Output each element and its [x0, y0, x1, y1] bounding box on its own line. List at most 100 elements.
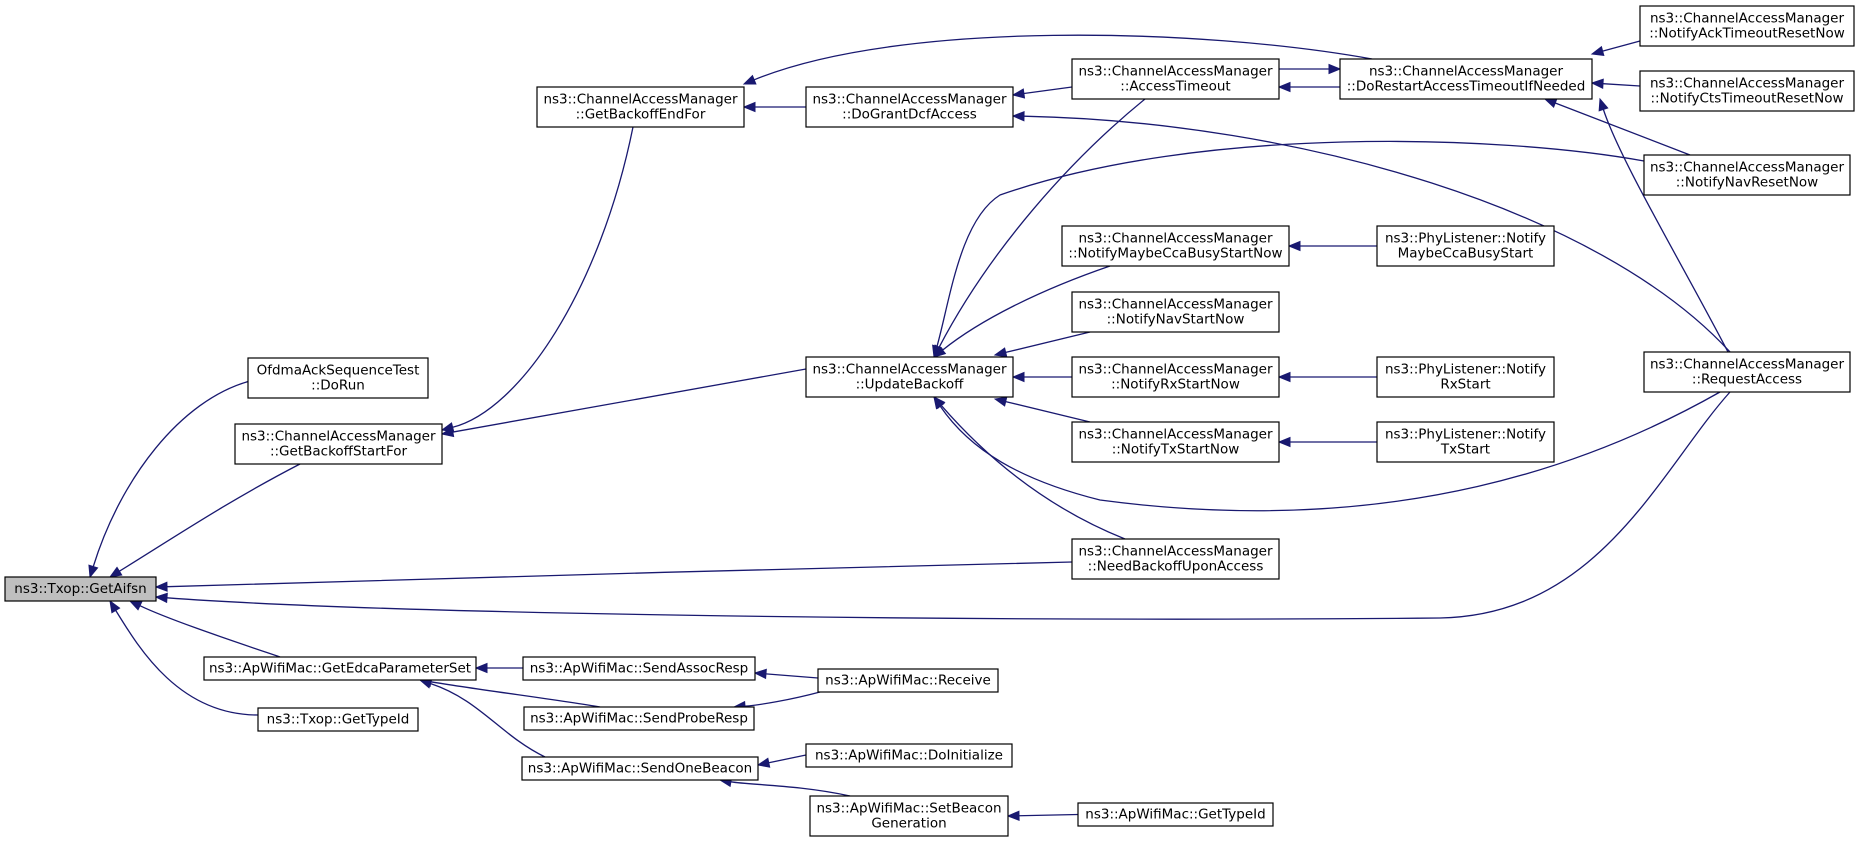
- node-cam_accesstimeout[interactable]: ns3::ChannelAccessManager::AccessTimeout: [1071, 58, 1280, 100]
- node-apwifimac_sendassocresp[interactable]: ns3::ApWifiMac::SendAssocResp: [522, 656, 756, 681]
- node-label: ns3::ChannelAccessManager: [1650, 76, 1845, 92]
- node-label: ns3::ChannelAccessManager: [1078, 427, 1273, 443]
- node-box[interactable]: [1376, 225, 1555, 267]
- arrowhead-icon: [108, 566, 123, 578]
- node-box[interactable]: [805, 356, 1014, 398]
- node-txop_getaifsn[interactable]: ns3::Txop::GetAifsn: [4, 576, 157, 602]
- arrowhead-icon: [1328, 63, 1342, 75]
- edge-cam_requestaccess-to-txop_getaifsn: [154, 391, 1731, 620]
- edge-cam_accesstimeout-to-cam_dorestartaccesstimeout: [1279, 63, 1342, 75]
- node-apwifimac_doinitialize[interactable]: ns3::ApWifiMac::DoInitialize: [805, 743, 1013, 768]
- arrowhead-icon: [756, 757, 771, 768]
- edge-cam_dorestartaccesstimeout-to-cam_accesstimeout: [1277, 81, 1340, 93]
- node-cam_notifynavstartnow[interactable]: ns3::ChannelAccessManager::NotifyNavStar…: [1071, 291, 1280, 333]
- edge-apwifimac_sendonebeacon-to-apwifimac_getedcaparameterset: [418, 678, 546, 758]
- node-phy_notifyrxstart[interactable]: ns3::PhyListener::NotifyRxStart: [1376, 356, 1555, 398]
- nodes-layer: ns3::Txop::GetAifsn OfdmaAckSequenceTest:…: [4, 5, 1855, 837]
- node-box[interactable]: [805, 86, 1014, 128]
- node-cam_dorestartaccesstimeout[interactable]: ns3::ChannelAccessManager::DoRestartAcce…: [1339, 58, 1593, 100]
- node-apwifimac_receive[interactable]: ns3::ApWifiMac::Receive: [817, 668, 999, 693]
- arrowhead-icon: [1277, 436, 1291, 448]
- edge-cam_notifyrxstartnow-to-cam_updatebackoff: [1011, 371, 1072, 383]
- node-label: ns3::ChannelAccessManager: [1078, 231, 1273, 247]
- node-label: ns3::PhyListener::Notify: [1385, 231, 1546, 247]
- node-cam_notifyacktimeoutresetnow[interactable]: ns3::ChannelAccessManager::NotifyAckTime…: [1639, 5, 1855, 47]
- node-box[interactable]: [257, 707, 419, 732]
- node-cam_updatebackoff[interactable]: ns3::ChannelAccessManager::UpdateBackoff: [805, 356, 1014, 398]
- node-box[interactable]: [536, 86, 745, 128]
- node-box[interactable]: [247, 357, 429, 399]
- node-phy_notifymaybeccabusystart[interactable]: ns3::PhyListener::NotifyMaybeCcaBusyStar…: [1376, 225, 1555, 267]
- node-box[interactable]: [203, 656, 477, 681]
- node-label: ::NotifyTxStartNow: [1112, 442, 1240, 458]
- node-cam_dograntdcfaccess[interactable]: ns3::ChannelAccessManager::DoGrantDcfAcc…: [805, 86, 1014, 128]
- node-box[interactable]: [809, 795, 1009, 837]
- arrowhead-icon: [742, 101, 756, 113]
- node-cam_getbackoffendfor[interactable]: ns3::ChannelAccessManager::GetBackoffEnd…: [536, 86, 745, 128]
- node-box[interactable]: [1639, 5, 1855, 47]
- node-box[interactable]: [1643, 154, 1851, 196]
- edge-apwifimac_sendassocresp-to-apwifimac_getedcaparameterset: [474, 662, 523, 674]
- node-box[interactable]: [1643, 351, 1851, 393]
- arrowhead-icon: [440, 426, 455, 438]
- arrowhead-icon: [1011, 371, 1025, 383]
- node-box[interactable]: [1071, 356, 1280, 398]
- node-cam_notifyrxstartnow[interactable]: ns3::ChannelAccessManager::NotifyRxStart…: [1071, 356, 1280, 398]
- edge-cam_notifytxstartnow-to-cam_updatebackoff: [993, 396, 1091, 423]
- node-apwifimac_sendonebeacon[interactable]: ns3::ApWifiMac::SendOneBeacon: [521, 756, 759, 781]
- node-box[interactable]: [1639, 70, 1855, 112]
- edge-txop_gettypeid-to-txop_getaifsn: [109, 599, 259, 716]
- edge-line: [166, 561, 1073, 588]
- node-box[interactable]: [1071, 58, 1280, 100]
- node-cam_notifymaybeccabusystartnow[interactable]: ns3::ChannelAccessManager::NotifyMaybeCc…: [1061, 225, 1290, 267]
- node-box[interactable]: [1071, 538, 1280, 580]
- node-apwifimac_sendproberesp[interactable]: ns3::ApWifiMac::SendProbeResp: [523, 706, 755, 731]
- node-cam_notifytxstartnow[interactable]: ns3::ChannelAccessManager::NotifyTxStart…: [1071, 421, 1280, 463]
- arrowhead-icon: [1006, 810, 1020, 821]
- node-apwifimac_getedcaparameterset[interactable]: ns3::ApWifiMac::GetEdcaParameterSet: [203, 656, 477, 681]
- node-box[interactable]: [805, 743, 1013, 768]
- edge-line: [1023, 86, 1073, 95]
- node-box[interactable]: [817, 668, 999, 693]
- node-apwifimac_gettypeid[interactable]: ns3::ApWifiMac::GetTypeId: [1077, 802, 1274, 827]
- node-txop_gettypeid[interactable]: ns3::Txop::GetTypeId: [257, 707, 419, 732]
- node-box[interactable]: [1071, 291, 1280, 333]
- edge-cam_notifymaybeccabusystartnow-to-cam_updatebackoff: [932, 265, 1111, 358]
- node-label: ns3::Txop::GetAifsn: [14, 581, 146, 597]
- node-label: ::NotifyCtsTimeoutResetNow: [1650, 91, 1843, 107]
- node-box[interactable]: [1077, 802, 1274, 827]
- node-box[interactable]: [522, 656, 756, 681]
- node-phy_notifytxstart[interactable]: ns3::PhyListener::NotifyTxStart: [1376, 421, 1555, 463]
- node-label: ns3::PhyListener::Notify: [1385, 362, 1546, 378]
- edge-apwifimac_sendproberesp-to-apwifimac_getedcaparameterset: [418, 676, 601, 708]
- node-box[interactable]: [1339, 58, 1593, 100]
- node-cam_requestaccess[interactable]: ns3::ChannelAccessManager::RequestAccess: [1643, 351, 1851, 393]
- node-box[interactable]: [1071, 421, 1280, 463]
- node-box[interactable]: [234, 423, 443, 465]
- edge-phy_notifymaybeccabusystart-to-cam_notifymaybeccabusystartnow: [1287, 240, 1377, 252]
- node-box[interactable]: [1376, 421, 1555, 463]
- edge-line: [166, 391, 1731, 620]
- node-box[interactable]: [523, 706, 755, 731]
- node-label: ::NotifyAckTimeoutResetNow: [1649, 26, 1845, 42]
- node-box[interactable]: [1061, 225, 1290, 267]
- root-node-box[interactable]: [4, 576, 157, 602]
- edge-line: [940, 404, 1126, 540]
- node-label: ns3::ChannelAccessManager: [1650, 357, 1845, 373]
- node-cam_notifynavresetnow[interactable]: ns3::ChannelAccessManager::NotifyNavRese…: [1643, 154, 1851, 196]
- node-label: ::GetBackoffStartFor: [270, 444, 408, 460]
- edge-cam_accesstimeout-to-cam_dograntdcfaccess: [1011, 86, 1073, 99]
- edge-line: [753, 34, 1373, 81]
- node-cam_notifyctstimeoutresetnow[interactable]: ns3::ChannelAccessManager::NotifyCtsTime…: [1639, 70, 1855, 112]
- edge-line: [939, 391, 1721, 512]
- node-label: ns3::ChannelAccessManager: [1369, 64, 1564, 80]
- node-box[interactable]: [1376, 356, 1555, 398]
- node-cam_getbackoffstartfor[interactable]: ns3::ChannelAccessManager::GetBackoffSta…: [234, 423, 443, 465]
- node-box[interactable]: [521, 756, 759, 781]
- arrowhead-icon: [1287, 240, 1301, 252]
- node-ofdma_dorun[interactable]: OfdmaAckSequenceTest::DoRun: [247, 357, 429, 399]
- edge-cam_requestaccess-to-cam_dograntdcfaccess: [1011, 110, 1731, 353]
- edge-cam_updatebackoff-to-cam_getbackoffstartfor: [440, 368, 807, 438]
- node-cam_needbackoffuponaccess[interactable]: ns3::ChannelAccessManager::NeedBackoffUp…: [1071, 538, 1280, 580]
